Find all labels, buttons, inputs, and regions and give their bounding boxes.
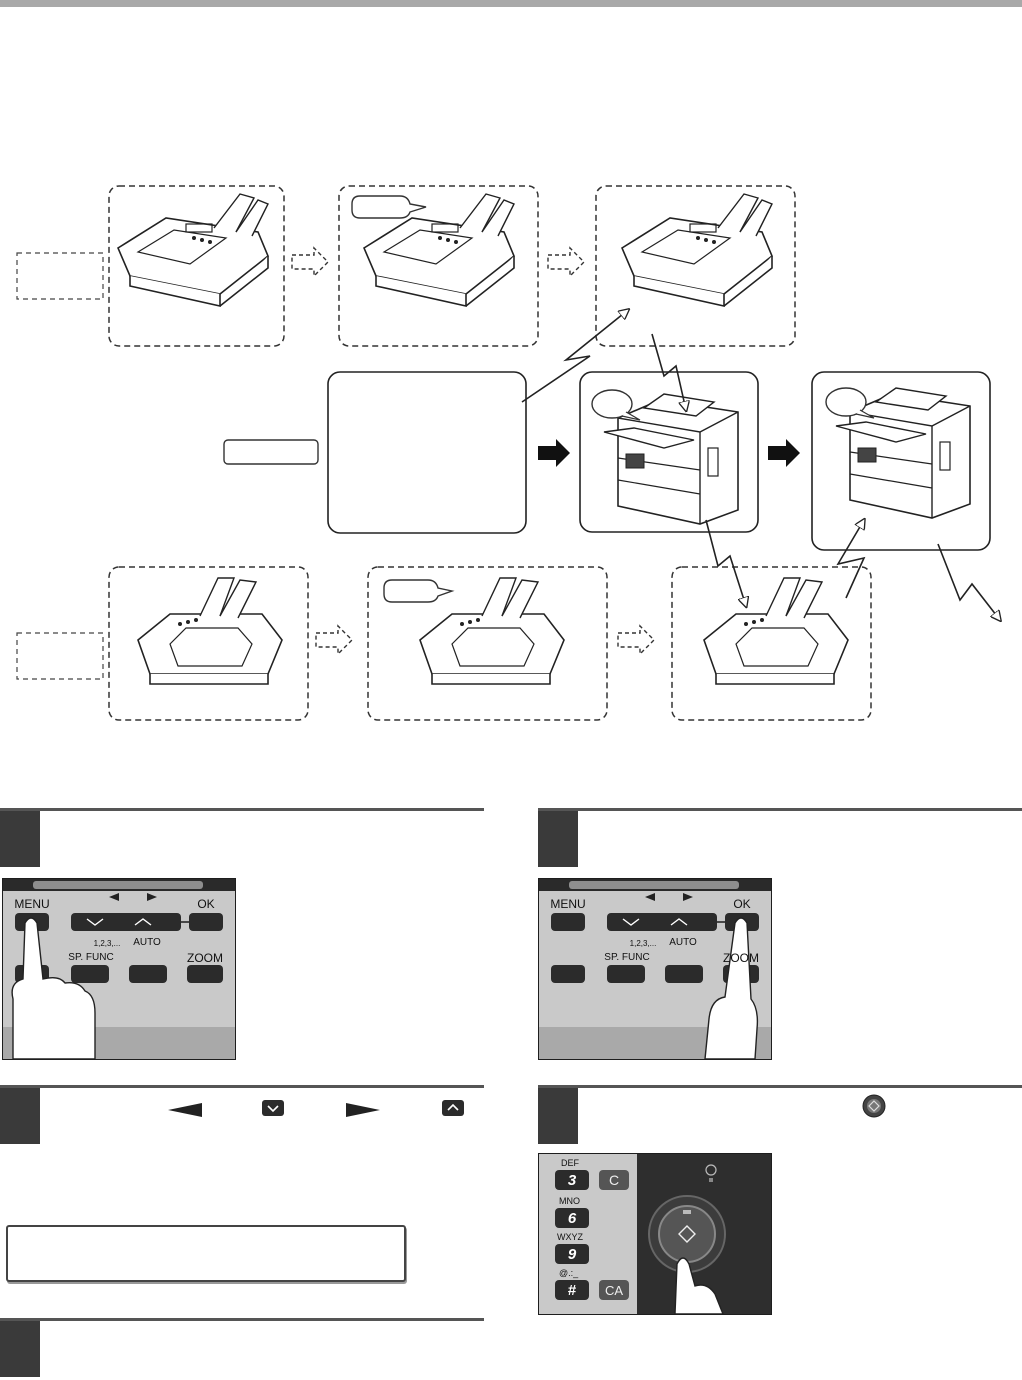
panel-illustration (3, 879, 235, 1059)
display-message-box (6, 1225, 406, 1282)
step-rule (0, 1318, 484, 1321)
step-rule (0, 1085, 484, 1088)
step-5-header (0, 1318, 484, 1380)
key-9-letters: WXYZ (557, 1232, 583, 1242)
start-key[interactable] (659, 1206, 715, 1262)
step-rule (0, 808, 484, 811)
ok-key-label: OK (733, 897, 751, 911)
down-key-icon (262, 1100, 284, 1116)
zoom-key-label: ZOOM (723, 951, 759, 965)
step-number-tab (0, 811, 40, 867)
clear-key-label: C (608, 1172, 620, 1188)
top-bar (0, 0, 1022, 7)
key-3-letters: DEF (561, 1158, 579, 1168)
panel-illustration (539, 879, 771, 1059)
key-hash-digit: # (567, 1281, 577, 1299)
auto-key-label: AUTO (669, 936, 697, 948)
step-number-tab (0, 1321, 40, 1377)
key-6-digit: 6 (567, 1209, 577, 1227)
keypad-illustration (539, 1154, 771, 1314)
menu-key-label: MENU (14, 897, 50, 911)
step-rule (538, 1085, 1022, 1088)
start-key-icon (862, 1094, 886, 1118)
left-arrow-key-icon (168, 1103, 202, 1117)
key-9-digit: 9 (567, 1245, 577, 1263)
sort-label: 1,2,3,... (629, 938, 657, 948)
step-4-header (538, 1085, 1022, 1147)
sp-func-key-label: SP. FUNC (604, 951, 650, 963)
step-1-header (0, 808, 484, 870)
key-9[interactable]: 9 (555, 1244, 589, 1264)
step-3-header (0, 1085, 484, 1147)
step-2-header (538, 808, 1022, 870)
step-number-tab (538, 1088, 578, 1144)
menu-key[interactable] (15, 913, 49, 931)
key-3-digit: 3 (567, 1171, 577, 1189)
zoom-key[interactable] (187, 965, 223, 983)
key-hash[interactable]: # (555, 1280, 589, 1300)
ok-key[interactable] (725, 913, 759, 931)
sp-func-key-label: SP. FUNC (68, 951, 114, 963)
operation-panel-ok: MENU OK 1,2,3,... AUTO SP. FUNC ZOOM (538, 878, 772, 1060)
step-rule (538, 808, 1022, 811)
key-3[interactable]: 3 (555, 1170, 589, 1190)
menu-key[interactable] (551, 913, 585, 931)
ok-key[interactable] (189, 913, 223, 931)
clear-key[interactable]: C (599, 1170, 629, 1190)
key-hash-letters: @.:_ (559, 1268, 579, 1278)
key-6-letters: MNO (559, 1196, 580, 1206)
operation-panel-menu: MENU OK 1,2,3,... AUTO SP. FUNC ZOOM (2, 878, 236, 1060)
sort-label: 1,2,3,... (93, 938, 121, 948)
keypad-panel: DEF 3 MNO 6 WXYZ 9 @.:_ # C CA (538, 1153, 772, 1315)
right-arrow-key-icon (346, 1103, 380, 1117)
fax-flow-diagram (16, 185, 1022, 721)
up-key-icon (442, 1100, 464, 1116)
menu-key-label: MENU (550, 897, 586, 911)
ok-key-label: OK (197, 897, 215, 911)
power-save-icon (705, 1164, 717, 1176)
clear-all-key-label: CA (604, 1282, 624, 1298)
clear-all-key[interactable]: CA (599, 1280, 629, 1300)
auto-key-label: AUTO (133, 936, 161, 948)
step-number-tab (538, 811, 578, 867)
key-6[interactable]: 6 (555, 1208, 589, 1228)
step-number-tab (0, 1088, 40, 1144)
zoom-key-label: ZOOM (187, 951, 223, 965)
